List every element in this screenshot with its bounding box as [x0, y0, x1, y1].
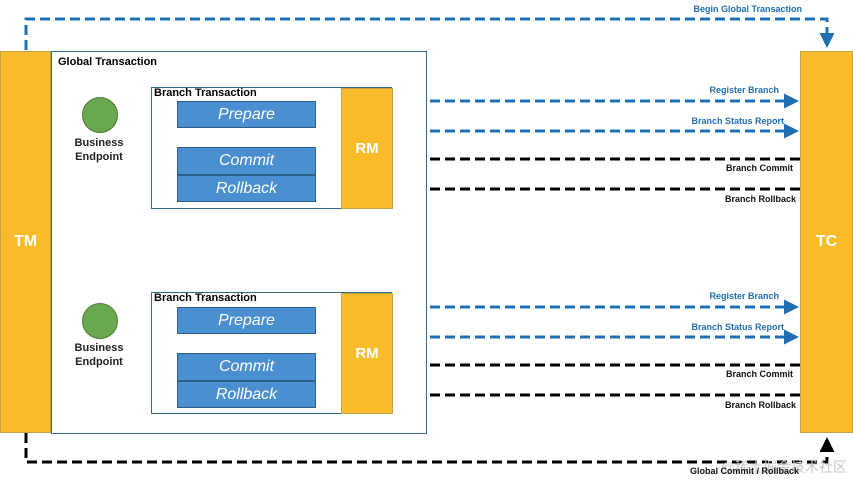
tm-label: TM — [13, 233, 38, 250]
rollback-phase: Rollback — [177, 381, 316, 408]
rm-label: RM — [355, 345, 379, 362]
rm-label: RM — [355, 140, 379, 157]
tm-bar: TM — [0, 51, 51, 433]
branch-rollback-label: Branch Rollback — [724, 400, 796, 410]
global-commit-rollback-label: Global Commit / Rollback — [689, 466, 799, 476]
business-endpoint-label: Business Endpoint — [74, 137, 124, 163]
prepare-phase: Prepare — [177, 101, 316, 128]
commit-phase: Commit — [177, 147, 316, 175]
prepare-label: Prepare — [218, 105, 275, 123]
rollback-label: Rollback — [215, 385, 278, 403]
begin-global-transaction-label: Begin Global Transaction — [693, 4, 802, 14]
business-endpoint-icon — [82, 97, 118, 133]
commit-label: Commit — [218, 358, 275, 375]
rm-box: RM — [341, 293, 393, 414]
prepare-label: Prepare — [218, 311, 275, 329]
register-branch-label: Register Branch — [709, 85, 779, 95]
tc-bar: TC — [800, 51, 853, 433]
global-transaction-title: Global Transaction — [58, 56, 158, 68]
business-endpoint-label: Business Endpoint — [74, 342, 124, 368]
branch-commit-label: Branch Commit — [725, 163, 793, 173]
prepare-phase: Prepare — [177, 307, 316, 334]
commit-phase: Commit — [177, 353, 316, 381]
branch-transaction-title: Branch Transaction — [154, 292, 257, 304]
rollback-label: Rollback — [215, 179, 278, 197]
rm-box: RM — [341, 88, 393, 209]
commit-label: Commit — [218, 152, 275, 169]
global-commit-rollback-arrow — [24, 433, 835, 464]
branch-status-report-label: Branch Status Report — [691, 322, 784, 332]
branch-rollback-label: Branch Rollback — [724, 194, 796, 204]
watermark: @稀土掘金技术社区 — [720, 459, 847, 475]
rollback-phase: Rollback — [177, 175, 316, 202]
branch-commit-label: Branch Commit — [725, 369, 793, 379]
business-endpoint-icon — [82, 303, 118, 339]
branch-status-report-label: Branch Status Report — [691, 116, 784, 126]
register-branch-label: Register Branch — [709, 291, 779, 301]
begin-global-transaction-arrow — [24, 17, 835, 50]
branch-transaction-title: Branch Transaction — [154, 87, 257, 99]
tc-label: TC — [815, 233, 838, 250]
